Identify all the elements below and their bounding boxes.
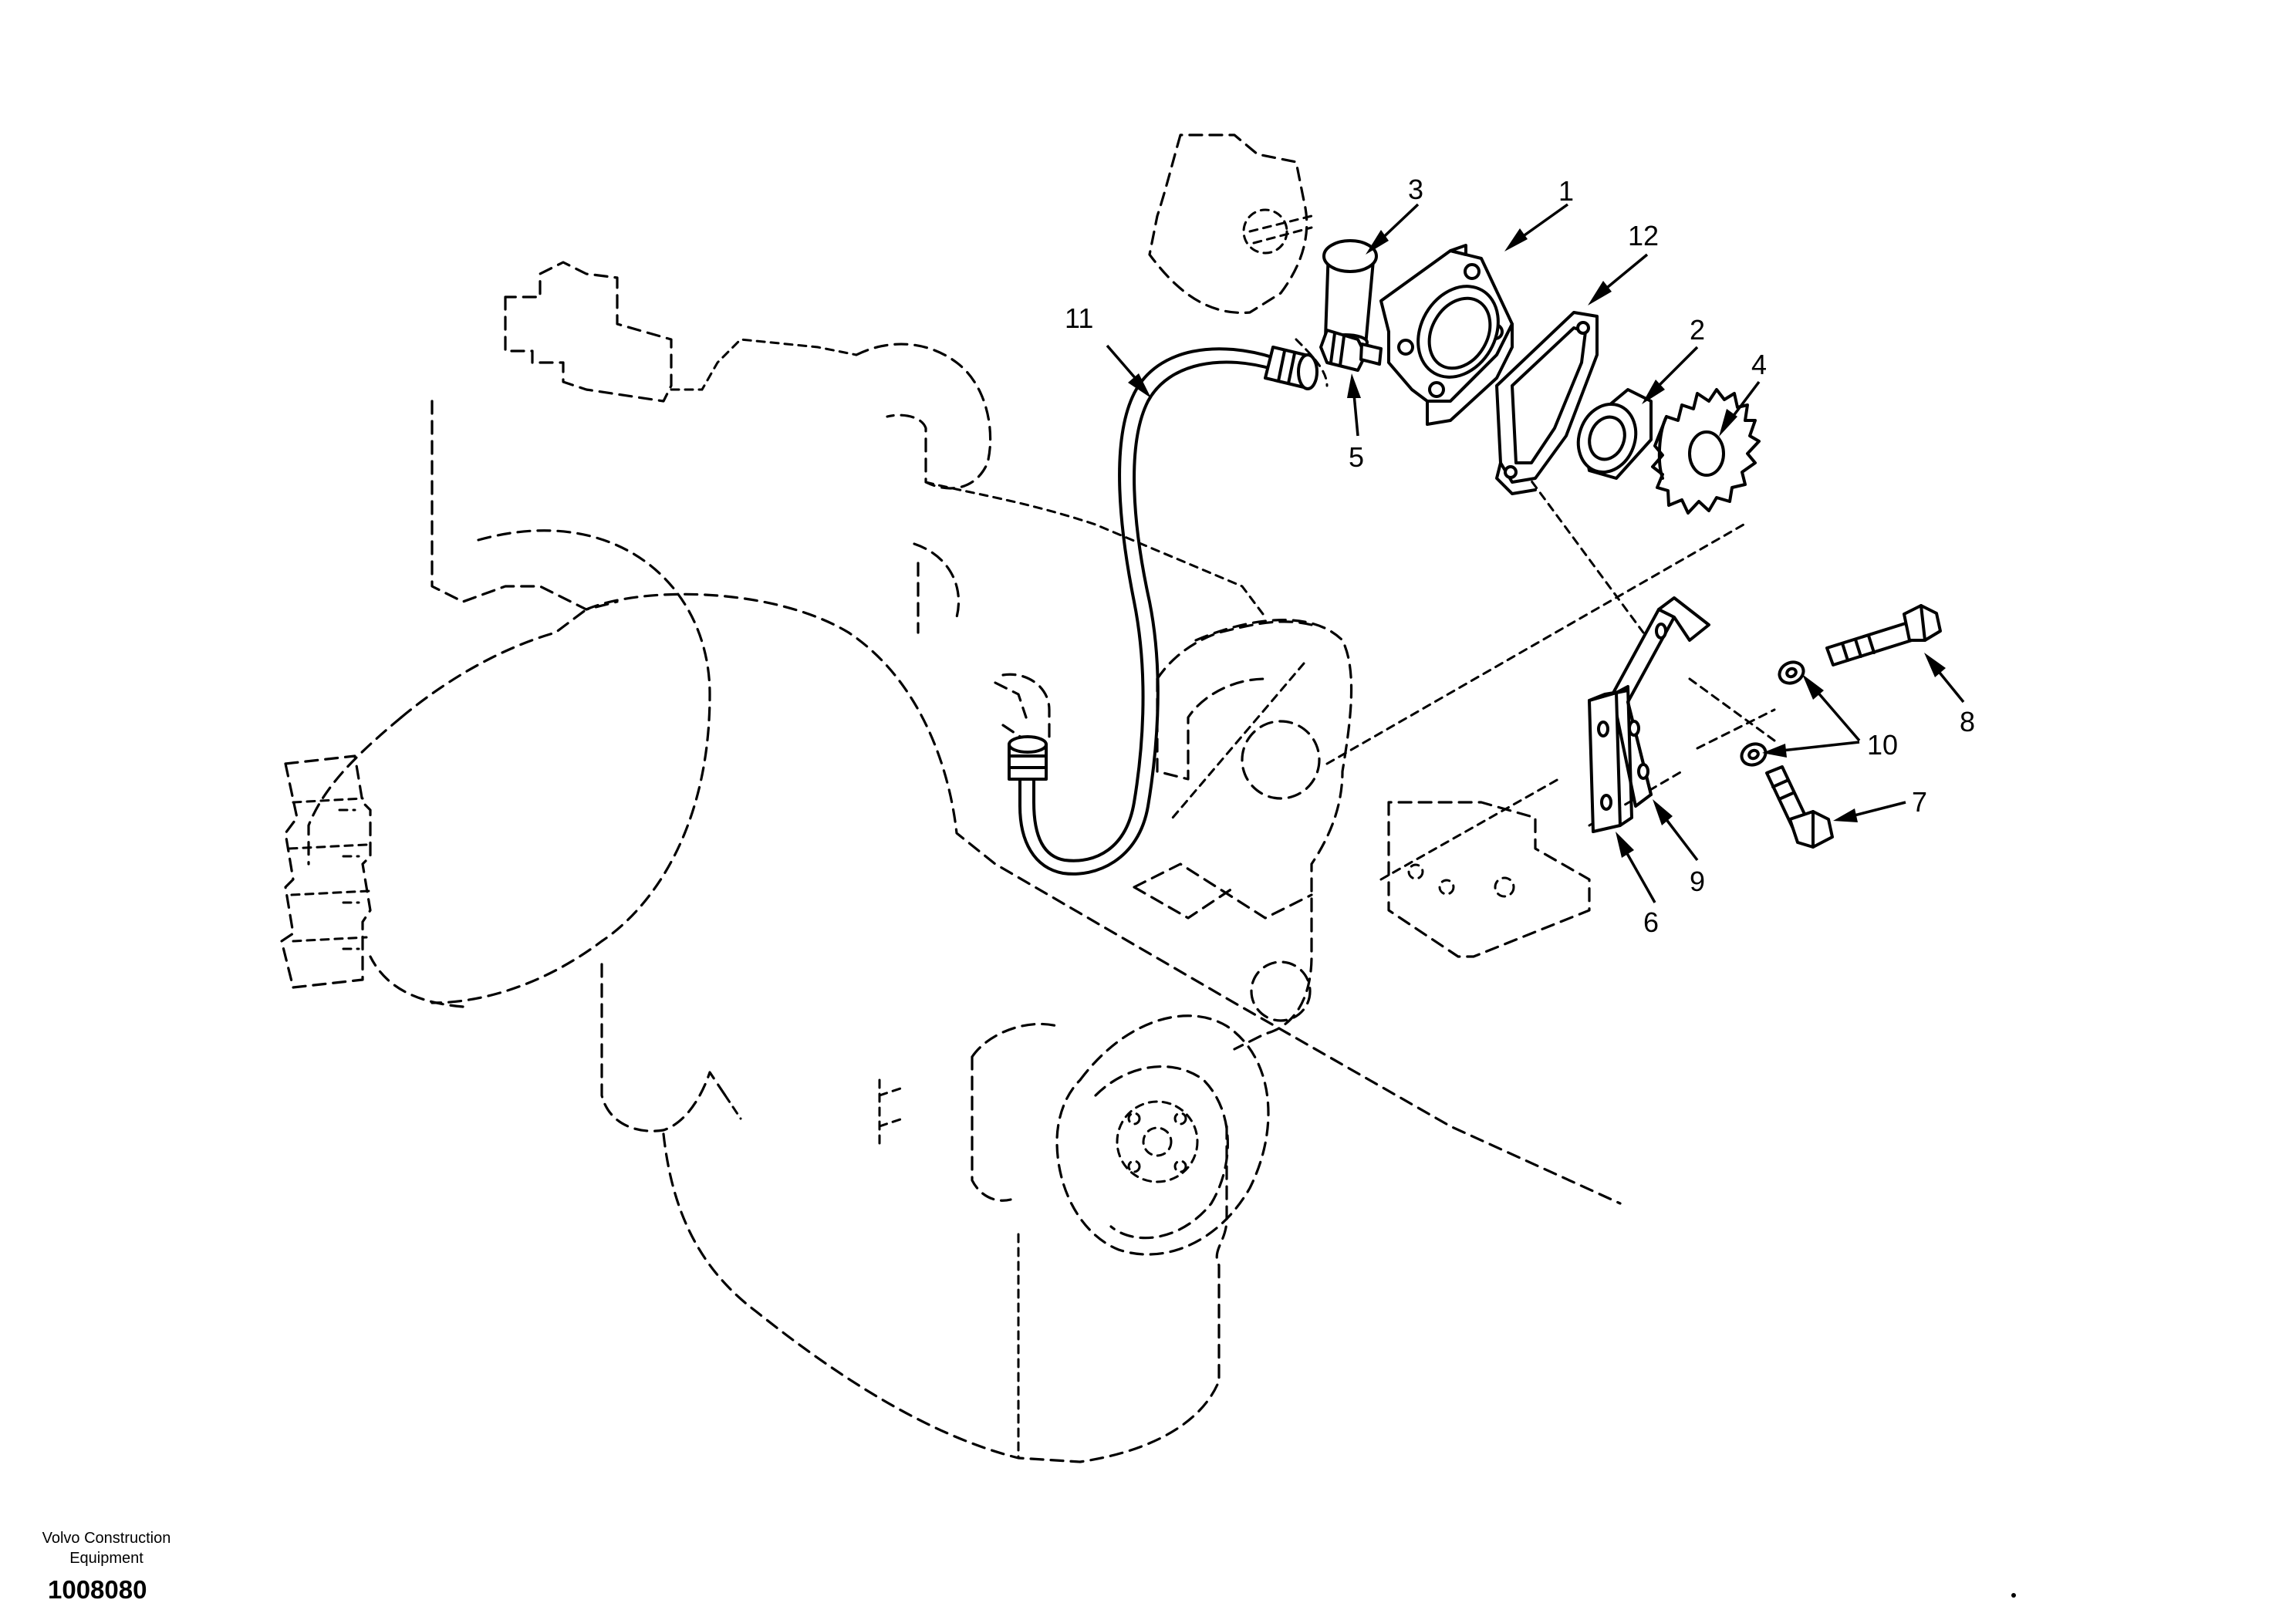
footer: Volvo Construction Equipment 1008080 bbox=[42, 1530, 171, 1604]
arrowhead-9 bbox=[1653, 799, 1673, 825]
arrowhead-1 bbox=[1504, 228, 1528, 251]
hose-part-11 bbox=[1008, 346, 1319, 876]
flange-housing-part-1 bbox=[1379, 244, 1514, 426]
callout-7: 7 bbox=[1912, 786, 1927, 818]
leader-lines bbox=[1106, 203, 1965, 903]
washer-part-10-upper bbox=[1778, 660, 1805, 685]
arrowhead-2 bbox=[1642, 380, 1665, 404]
bolt-part-7 bbox=[1765, 765, 1834, 849]
callout-12: 12 bbox=[1628, 220, 1659, 251]
stray-dot bbox=[2011, 1593, 2016, 1598]
callout-5: 5 bbox=[1349, 441, 1364, 473]
washer-part-10-lower bbox=[1740, 742, 1768, 767]
callout-4: 4 bbox=[1751, 349, 1767, 380]
bar-part-6 bbox=[1588, 685, 1633, 833]
arrowhead-8 bbox=[1924, 653, 1946, 677]
arrowhead-3 bbox=[1366, 230, 1389, 255]
callout-8: 8 bbox=[1960, 706, 1975, 737]
arrowhead-4 bbox=[1719, 409, 1737, 437]
bolt-part-8 bbox=[1825, 604, 1942, 667]
fitting-part-5 bbox=[1319, 329, 1383, 372]
callout-9: 9 bbox=[1690, 866, 1705, 897]
arrowhead-7 bbox=[1833, 808, 1858, 822]
callout-6: 6 bbox=[1643, 906, 1659, 938]
callout-labels: 1 2 3 4 5 6 7 8 9 10 11 12 bbox=[1065, 174, 1975, 938]
callout-3: 3 bbox=[1408, 174, 1423, 205]
engine-outline bbox=[280, 133, 1776, 1463]
arrowhead-5 bbox=[1347, 373, 1361, 398]
gasket-part-12 bbox=[1495, 311, 1599, 495]
company-name-line-2: Equipment bbox=[69, 1550, 144, 1567]
bearing-part-2 bbox=[1576, 388, 1653, 480]
arrowhead-10-upper bbox=[1802, 674, 1824, 700]
callout-10: 10 bbox=[1867, 729, 1898, 761]
callout-11: 11 bbox=[1065, 302, 1093, 334]
drawing-reference-number: 1008080 bbox=[48, 1575, 147, 1604]
arrowhead-11 bbox=[1128, 373, 1151, 398]
arrowhead-6 bbox=[1616, 832, 1634, 858]
callout-1: 1 bbox=[1558, 175, 1574, 207]
arrowhead-12 bbox=[1588, 281, 1612, 305]
callout-2: 2 bbox=[1690, 314, 1705, 346]
arrowhead-10-lower bbox=[1762, 744, 1787, 758]
gear-part-4 bbox=[1651, 388, 1761, 515]
company-name-line-1: Volvo Construction bbox=[42, 1530, 171, 1547]
